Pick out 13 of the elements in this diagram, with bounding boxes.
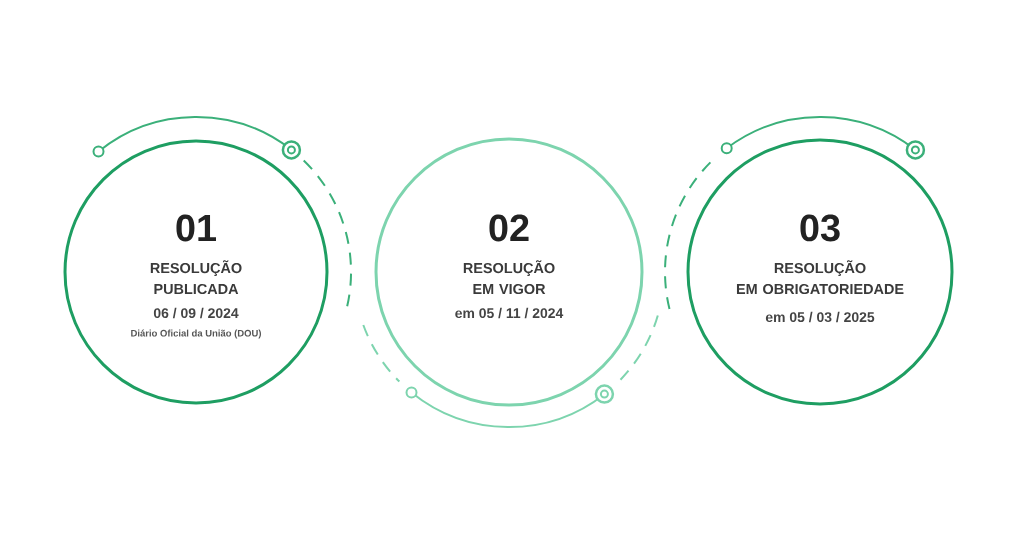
- step-title: RESOLUÇÃO EM VIGOR: [463, 260, 555, 295]
- step-circle: [63, 139, 329, 405]
- step-title: RESOLUÇÃO EM OBRIGATORIEDADE: [736, 260, 904, 295]
- step-date: em 05 / 11 / 2024: [455, 307, 564, 319]
- source-note: Diário Oficial da União (DOU): [131, 329, 261, 339]
- step-title: RESOLUÇÃO PUBLICADA: [150, 260, 242, 295]
- step-circle: [686, 138, 954, 406]
- step-number: 03: [800, 214, 840, 242]
- step-number: 01: [176, 214, 216, 242]
- step-number: 02: [489, 214, 529, 242]
- step-date: em 05 / 03 / 2025: [765, 311, 875, 323]
- step-date: 06 / 09 / 2024: [153, 307, 239, 319]
- step-circle: [374, 137, 644, 407]
